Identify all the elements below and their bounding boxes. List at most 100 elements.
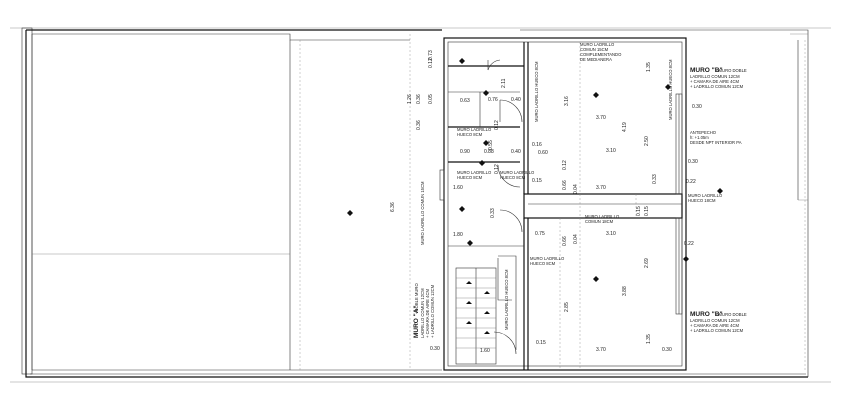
dim-126: 1.26 [407,94,413,104]
label-comun15-2: COMUN 15CM [580,47,609,52]
label-hueco8-b-1: MURO LADRILLO [457,170,492,175]
dim-012c: 0.12 [494,164,500,174]
dim-250: 2.50 [644,136,650,146]
dim-030b: 0.30 [688,159,698,165]
dim-370c: 3.70 [596,347,606,353]
dim-015b: 0.15 [536,340,546,346]
label-muro-b-top-sub: - MURO DOBLE [716,68,747,73]
label-vert-hueco8-right: MURO LADRILLO HUECO 8CM [668,59,673,120]
label-hueco8-d-2: HUECO 8CM [530,261,556,266]
dim-419: 4.19 [622,122,628,132]
dim-030-left: 0.30 [430,346,440,352]
label-hueco8-d-1: MURO LADRILLO [530,256,565,261]
dim-269: 2.69 [644,258,650,268]
dim-063: 0.63 [460,98,470,104]
dim-388: 3.88 [622,286,628,296]
label-comun15-3: COMPLEMENTANDO [580,52,622,57]
door-swing-icon [487,59,523,355]
dim-004a: 0.04 [573,184,579,194]
dim-135a: 1.35 [646,62,652,72]
dim-033-right: 0.33 [652,174,658,184]
label-antepecho-3: DESDE NPT INTERIOR PA [690,140,742,145]
dim-022b: 0.22 [684,241,694,247]
dim-285: 2.85 [564,302,570,312]
dim-310b: 3.10 [606,231,616,237]
dim-030a: 0.30 [692,104,702,110]
dim-015a: 0.15 [532,178,542,184]
dim-066b: 0.66 [562,236,568,246]
dim-316: 3.16 [564,96,570,106]
dim-036b: 0.36 [416,120,422,130]
dim-055: 0.55 [488,140,494,150]
label-vert-muro-a-l3: + LADRILLO COMUN 12CM [430,284,435,338]
label-vert-muro-a-title: MURO "A" [413,305,420,338]
dim-040a: 0.40 [511,97,521,103]
level-marker-icon [347,58,723,282]
dim-180: 1.80 [453,232,463,238]
stair-arrow-icon [466,281,490,334]
dim-076: 0.76 [488,97,498,103]
label-muro-b-top-l3: + LADRILLO COMUN 12CM [690,84,744,89]
dim-370b: 3.70 [596,185,606,191]
label-vert-muro-a-l1: LADRILLO COMUN 12CM [420,288,425,338]
dimension-texts: 0.12 0.73 1.26 0.36 0.05 0.36 2.11 0.63 … [390,50,702,354]
dim-036a: 0.36 [416,94,422,104]
label-muro-b-top-l2: + CAMARA DE AIRE 4CM [690,79,739,84]
dim-160a: 1.60 [453,185,463,191]
dim-060: 0.60 [538,150,548,156]
dim-636: 6.36 [390,202,396,212]
dim-030c: 0.30 [662,347,672,353]
label-muro-b-bot-l3: + LADRILLO COMUN 12CM [690,328,744,333]
dim-015top: 0.15 [636,206,642,216]
label-muro-b-bot-title: MURO "B" [690,311,723,318]
label-muro-b-bot-l2: + CAMARA DE AIRE 4CM [690,323,739,328]
dim-066: 0.66 [562,180,568,190]
building-walls [439,37,687,371]
label-hueco8-b-2: HUECO 8CM [457,175,483,180]
label-vert-hueco8-top: MURO LADRILLO HUECO 8CM [534,61,539,122]
label-antepecho-2: h: +1.05m [690,135,709,140]
dim-075: 0.75 [535,231,545,237]
label-vert-muro-a-rest: - DOBLE MURO [414,283,419,314]
label-muro-b-top-title: MURO "B" [690,67,723,74]
label-vert-comun15: MURO LADRILLO COMUN 15CM [420,181,425,245]
label-muro-b-bot-sub: - MURO DOBLE [716,312,747,317]
label-comun15-4: DE MEDIANERA [580,57,612,62]
dim-012d: 0.12 [562,160,568,170]
dim-088: 0.88 [484,149,494,155]
dim-211: 2.11 [501,78,507,88]
label-comun18-1: MURO LADRILLO [585,214,620,219]
dim-040b: 0.40 [511,149,521,155]
dim-310a: 3.10 [606,148,616,154]
label-hueco18-1: MURO LADRILLO [688,193,723,198]
dim-016: 0.16 [532,142,542,148]
right-lot [520,29,809,377]
label-antepecho-1: ANTEPECHO [690,130,717,135]
dim-012a: 0.12 [428,58,434,68]
label-comun18-2: COMUN 18CM [585,219,614,224]
stair [455,255,517,365]
label-comun15-1: MURO LADRILLO [580,42,615,47]
label-hueco8-a-2: HUECO 8CM [457,132,483,137]
label-vert-muro-a: MURO "A" - DOBLE MURO LADRILLO COMUN 12C… [413,283,435,338]
dim-160b: 1.60 [480,348,490,354]
dim-073: 0.73 [428,50,434,60]
label-hueco8-c-1: MURO LADRILLO [500,170,535,175]
label-hueco8-c-2: HUECO 8CM [500,175,526,180]
dim-033: 0.33 [490,208,496,218]
label-muro-b-bot-l1: LADRILLO COMUN 12CM [690,318,740,323]
dim-370a: 3.70 [596,115,606,121]
dim-022a: 0.22 [686,179,696,185]
left-lot [25,29,808,378]
dim-012b: 0.12 [494,120,500,130]
wall-annotations: MURO LADRILLO COMUN 15CM COMPLEMENTANDO … [413,42,747,338]
sheet-border [10,27,831,383]
label-hueco18-2: HUECO 18CM [688,198,716,203]
dim-004b: 0.04 [573,234,579,244]
label-muro-b-top-l1: LADRILLO COMUN 12CM [690,74,740,79]
dim-005: 0.05 [428,94,434,104]
label-hueco8-a-1: MURO LADRILLO [457,127,492,132]
dim-135b: 1.35 [646,334,652,344]
label-vert-hueco8-stair: MURO LADRILLO HUECO 8CM [504,269,509,330]
